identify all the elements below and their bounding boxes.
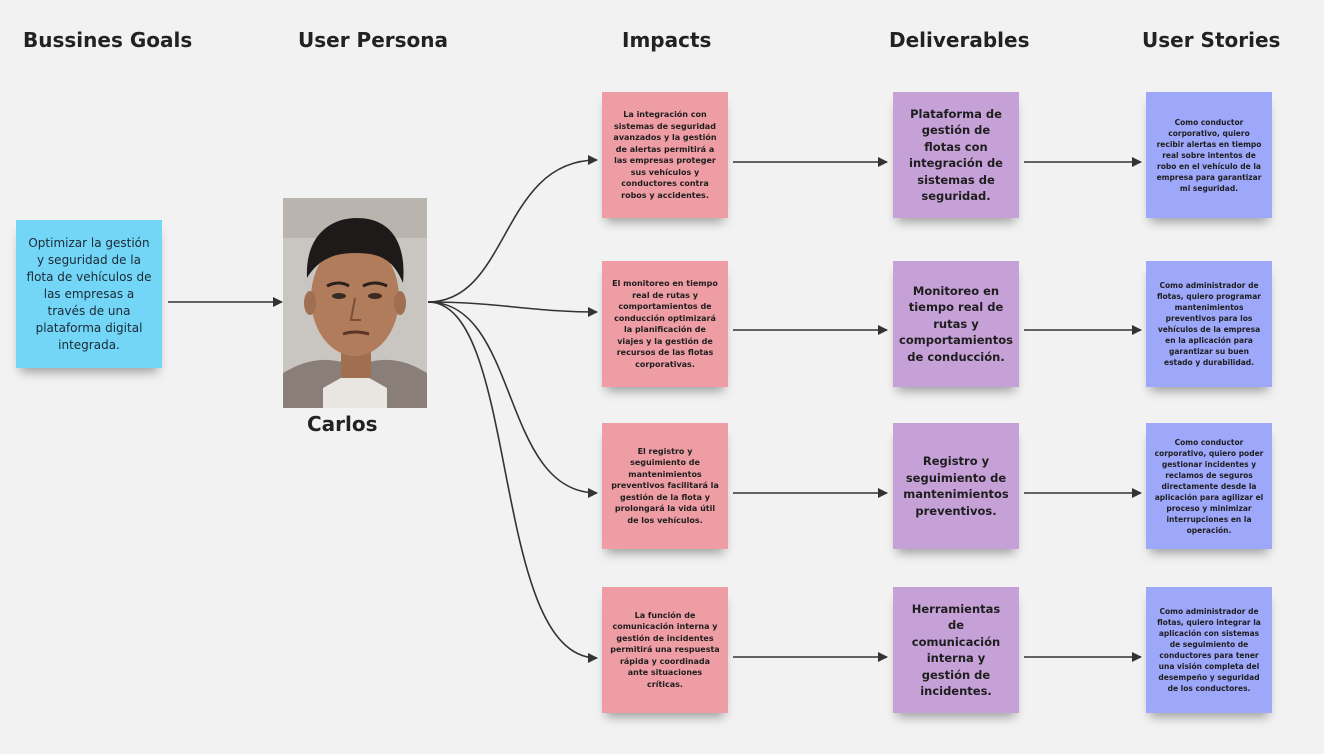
deliverable-text-2: Monitoreo en tiempo real de rutas y comp… xyxy=(899,283,1013,364)
story-note-2[interactable]: Como administrador de flotas, quiero pro… xyxy=(1146,261,1272,387)
story-text-1: Como conductor corporativo, quiero recib… xyxy=(1156,117,1262,193)
impact-text-4: La función de comunicación interna y ges… xyxy=(610,610,720,689)
arrow-persona-to-impact-1 xyxy=(427,155,598,303)
story-note-3[interactable]: Como conductor corporativo, quiero poder… xyxy=(1146,423,1272,549)
story-text-3: Como conductor corporativo, quiero poder… xyxy=(1154,437,1264,535)
deliverable-text-3: Registro y seguimiento de mantenimientos… xyxy=(903,454,1009,518)
impact-note-4[interactable]: La función de comunicación interna y ges… xyxy=(602,587,728,713)
header-user-persona: User Persona xyxy=(298,28,448,52)
goal-sticky-note[interactable]: Optimizar la gestión y seguridad de la f… xyxy=(16,220,162,368)
deliverable-note-3[interactable]: Registro y seguimiento de mantenimientos… xyxy=(893,423,1019,549)
story-note-4[interactable]: Como administrador de flotas, quiero int… xyxy=(1146,587,1272,713)
story-note-1[interactable]: Como conductor corporativo, quiero recib… xyxy=(1146,92,1272,218)
deliverable-note-2[interactable]: Monitoreo en tiempo real de rutas y comp… xyxy=(893,261,1019,387)
header-business-goals: Bussines Goals xyxy=(23,28,193,52)
goal-text: Optimizar la gestión y seguridad de la f… xyxy=(26,235,152,352)
deliverable-note-1[interactable]: Plataforma de gestión de flotas con inte… xyxy=(893,92,1019,218)
header-impacts: Impacts xyxy=(622,28,712,52)
story-text-2: Como administrador de flotas, quiero pro… xyxy=(1156,281,1262,367)
story-text-4: Como administrador de flotas, quiero int… xyxy=(1157,607,1261,693)
impact-text-1: La integración con sistemas de seguridad… xyxy=(613,110,717,200)
arrow-persona-to-impact-3 xyxy=(427,301,598,498)
header-user-stories: User Stories xyxy=(1142,28,1281,52)
deliverable-text-1: Plataforma de gestión de flotas con inte… xyxy=(909,106,1003,204)
impact-text-3: El registro y seguimiento de mantenimien… xyxy=(611,446,719,525)
arrow-persona-to-impact-4 xyxy=(427,301,598,663)
arrow-persona-to-impact-2 xyxy=(427,301,598,317)
impact-note-2[interactable]: El monitoreo en tiempo real de rutas y c… xyxy=(602,261,728,387)
persona-name: Carlos xyxy=(307,412,378,436)
deliverable-text-4: Herramientas de comunicación interna y g… xyxy=(911,601,1001,699)
impact-note-3[interactable]: El registro y seguimiento de mantenimien… xyxy=(602,423,728,549)
persona-avatar-image xyxy=(283,198,427,408)
persona-photo[interactable] xyxy=(283,198,427,408)
deliverable-note-4[interactable]: Herramientas de comunicación interna y g… xyxy=(893,587,1019,713)
impact-note-1[interactable]: La integración con sistemas de seguridad… xyxy=(602,92,728,218)
header-deliverables: Deliverables xyxy=(889,28,1030,52)
impact-text-2: El monitoreo en tiempo real de rutas y c… xyxy=(612,279,718,369)
